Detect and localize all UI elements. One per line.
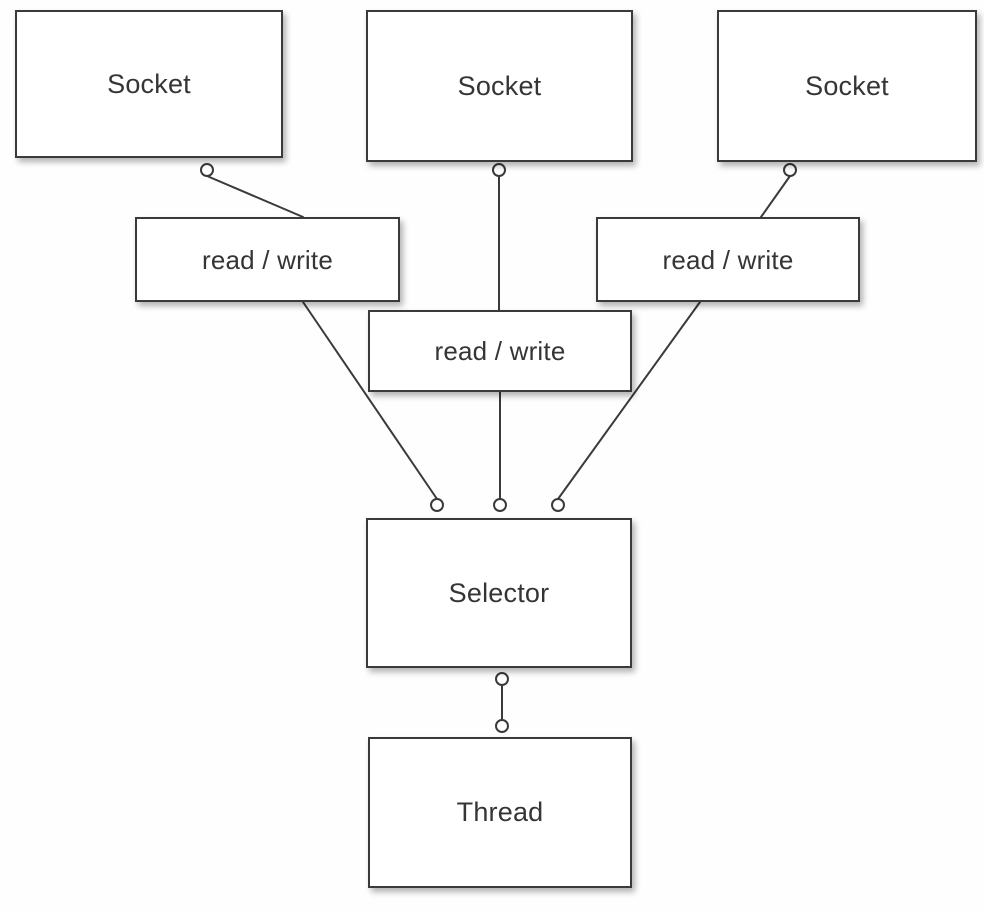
node-selector[interactable]: Selector — [366, 518, 632, 668]
node-label-socket-right: Socket — [805, 70, 889, 101]
edge-socket-right-to-readwrite-right — [760, 175, 791, 218]
marker-selector-port-middle-icon — [493, 498, 507, 512]
node-label-thread: Thread — [456, 797, 544, 827]
node-label-readwrite-right: read / write — [662, 244, 794, 275]
marker-thread-top-icon — [495, 719, 509, 733]
marker-selector-port-right-icon — [551, 498, 565, 512]
marker-socket-middle-icon — [492, 163, 506, 177]
node-label-readwrite-left: read / write — [201, 244, 333, 275]
node-label-selector: Selector — [448, 577, 550, 608]
marker-socket-right-icon — [783, 163, 797, 177]
marker-selector-port-left-icon — [430, 498, 444, 512]
node-label-readwrite-middle: read / write — [434, 336, 566, 366]
node-label-socket-left: Socket — [107, 68, 191, 99]
node-readwrite-left[interactable]: read / write — [135, 217, 400, 302]
node-readwrite-right[interactable]: read / write — [596, 217, 860, 302]
edge-socket-left-to-readwrite-left — [206, 175, 304, 218]
node-thread[interactable]: Thread — [368, 737, 632, 888]
node-socket-right[interactable]: Socket — [717, 10, 977, 162]
marker-socket-left-icon — [200, 163, 214, 177]
node-socket-middle[interactable]: Socket — [366, 10, 633, 162]
marker-selector-bottom-icon — [495, 672, 509, 686]
node-label-socket-middle: Socket — [457, 70, 542, 101]
node-socket-left[interactable]: Socket — [15, 10, 283, 158]
node-readwrite-middle[interactable]: read / write — [368, 310, 632, 392]
